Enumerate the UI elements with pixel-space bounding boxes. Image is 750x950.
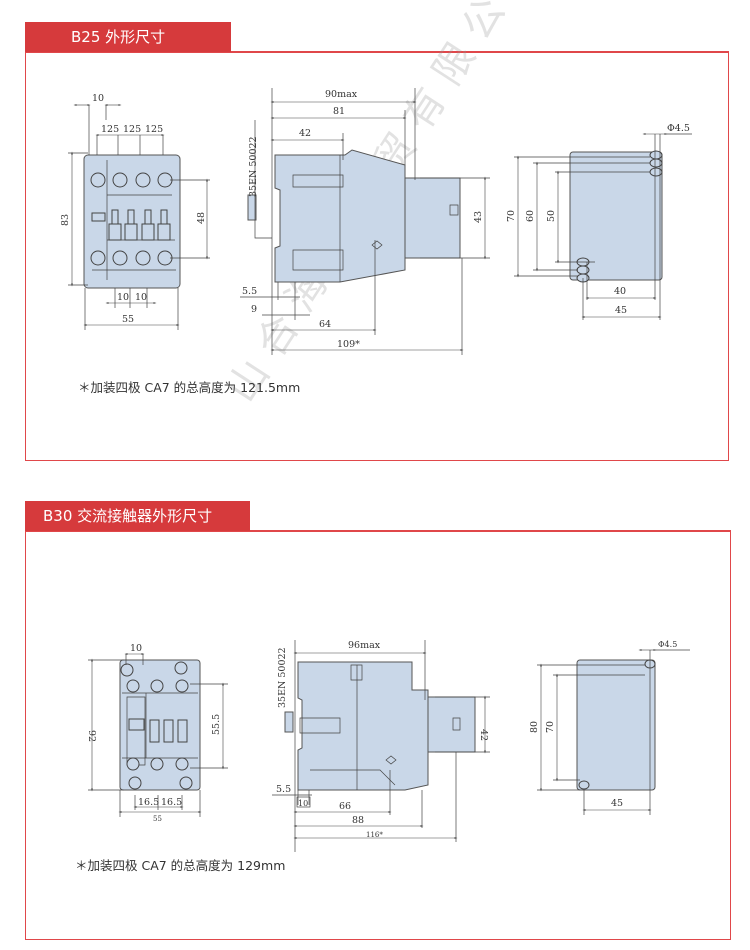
dim-label: 55 — [122, 314, 134, 325]
dim-label: 16.5 — [138, 797, 159, 808]
dim-label: 10 — [135, 292, 147, 303]
dim-label: 81 — [333, 106, 345, 117]
dim-label: 55 — [153, 815, 162, 823]
b30-section-header: B30 交流接触器外形尺寸 — [25, 501, 250, 531]
b30-section-frame — [25, 530, 731, 940]
dim-label: 10 — [130, 643, 142, 654]
dim-label: 42 — [299, 128, 311, 139]
dim-label: 70 — [506, 210, 517, 222]
dim-label: 5.5 — [276, 784, 291, 795]
dim-label: 9 — [251, 304, 257, 315]
dim-label: 43 — [473, 211, 484, 223]
rail-standard-label: 35EN 50022 — [248, 136, 259, 197]
dim-label: 45 — [615, 305, 627, 316]
b30-mounting-view: Φ4.5 80 70 45 — [529, 640, 690, 815]
dim-label: 10 — [298, 799, 308, 808]
dim-label: 125 — [145, 124, 163, 135]
dim-label: 10 — [92, 93, 104, 104]
dim-label: 125 — [123, 124, 141, 135]
dim-label: 48 — [196, 212, 207, 224]
b30-front-view: 10 92 55.5 16.5 16.5 55 — [86, 643, 228, 823]
dim-label: 50 — [546, 210, 557, 222]
dim-label: 42 — [478, 729, 489, 741]
dim-label: 60 — [525, 210, 536, 222]
dim-label: 90max — [325, 89, 358, 100]
dim-label: 5.5 — [242, 286, 257, 297]
b25-section-frame — [25, 51, 729, 461]
dim-label: Φ4.5 — [658, 640, 677, 649]
b30-side-view: 96max 35EN 50022 42 5.5 10 66 88 116* — [272, 640, 490, 852]
b25-section-header: B25 外形尺寸 — [25, 22, 231, 52]
dim-label: 80 — [529, 721, 540, 733]
dim-label: 64 — [319, 319, 331, 330]
dim-label: 70 — [545, 721, 556, 733]
b25-side-view: 90max 81 42 35EN 50022 43 5.5 9 64 109* — [240, 88, 490, 355]
dim-label: 66 — [339, 801, 351, 812]
dim-label: 10 — [117, 292, 129, 303]
dim-label: 16.5 — [161, 797, 182, 808]
dim-label: 96max — [348, 640, 381, 651]
b25-front-view: 10 125 125 125 83 48 10 10 55 — [60, 93, 210, 330]
dim-label: Φ4.5 — [667, 123, 690, 134]
dim-label: 40 — [614, 286, 626, 297]
dim-label: 92 — [86, 730, 97, 742]
dim-label: 88 — [352, 815, 364, 826]
dim-label: 55.5 — [211, 714, 222, 735]
b25-mounting-view: Φ4.5 70 60 50 40 45 — [506, 123, 692, 320]
dim-label: 109* — [337, 339, 360, 350]
dim-label: 125 — [101, 124, 119, 135]
rail-standard-label: 35EN 50022 — [277, 647, 288, 708]
dim-label: 45 — [611, 798, 623, 809]
b25-footnote: ＊加装四极 CA7 的总高度为 121.5mm — [78, 380, 301, 395]
dim-label: 83 — [60, 214, 71, 226]
b30-footnote: ＊加装四极 CA7 的总高度为 129mm — [75, 858, 286, 873]
dim-label: 116* — [366, 831, 383, 839]
